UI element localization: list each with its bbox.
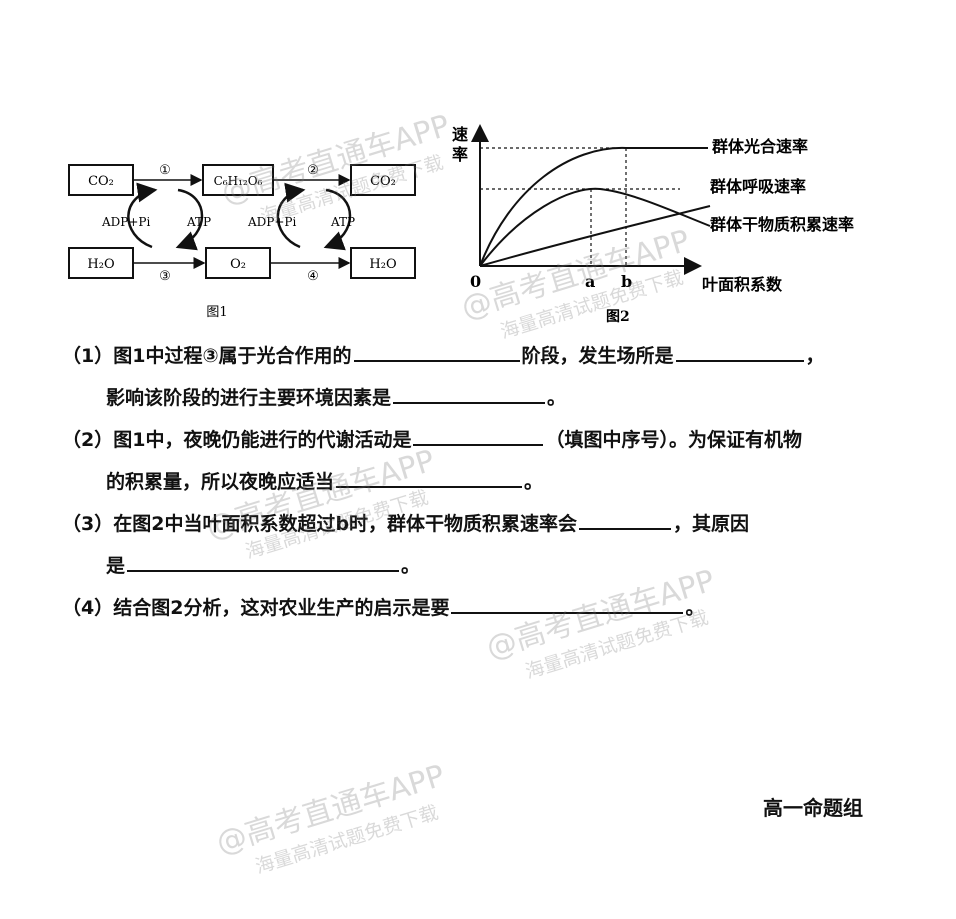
question-2-line2: 的积累量，所以夜晚应适当。 [106, 469, 544, 493]
answer-blank-q3a[interactable] [579, 511, 672, 530]
label-co2-left: CO₂ [88, 174, 114, 189]
origin-label: 0 [470, 272, 481, 291]
figure2-caption: 图2 [606, 309, 630, 325]
label-co2-right: CO₂ [370, 174, 396, 189]
cycle-right-arrow-down [323, 188, 352, 251]
cycle-left-arrow-down [175, 188, 204, 251]
box-glucose [202, 164, 274, 196]
footer-author: 高一命题组 [763, 796, 863, 820]
answer-blank-q1c[interactable] [393, 385, 546, 404]
cycle-right-arrow-up [276, 182, 306, 249]
figure2-chart: 速 率 0 a b 叶面积系数 群体光合速率 群体呼吸速率 群体干物质积累速率 … [452, 124, 854, 325]
series-label-respiration: 群体呼吸速率 [710, 177, 806, 196]
figure1-caption: 图1 [206, 305, 227, 320]
step-4-label: ④ [307, 269, 319, 284]
step-2-label: ② [307, 163, 319, 178]
answer-blank-q1a[interactable] [353, 343, 520, 362]
label-h2o-left: H₂O [87, 257, 114, 272]
answer-blank-q2b[interactable] [336, 469, 523, 488]
curve-dry-matter [479, 187, 711, 267]
label-o2: O₂ [230, 257, 246, 272]
answer-blank-q3b[interactable] [127, 553, 400, 572]
answer-blank-q4[interactable] [451, 595, 684, 614]
answer-blank-q2a[interactable] [413, 427, 544, 446]
question-3-line1: （3）在图2中当叶面积系数超过b时，群体干物质积累速率会，其原因 [62, 511, 750, 535]
watermark: @高考直通车APP 海量高清试题免费下载 [212, 758, 449, 879]
adp-label-right: ADP+Pi [247, 215, 296, 229]
curve-photosynthesis [479, 146, 708, 267]
question-1-line1: （1）图1中过程③属于光合作用的阶段，发生场所是， [62, 343, 825, 367]
question-3-line2: 是。 [106, 553, 421, 577]
curve-respiration [479, 205, 711, 267]
label-glucose: C₆H₁₂O₆ [214, 174, 263, 188]
atp-label-right: ATP [330, 215, 355, 229]
adp-label-left: ADP+Pi [101, 215, 150, 229]
question-4: （4）结合图2分析，这对农业生产的启示是要。 [62, 595, 705, 619]
step-1-label: ① [159, 163, 171, 178]
series-label-photosynthesis: 群体光合速率 [712, 137, 808, 156]
y-label-2: 率 [452, 145, 468, 164]
box-co2-right [350, 164, 416, 196]
y-label-1: 速 [452, 125, 468, 144]
cycle-left-arrow-up [127, 182, 158, 249]
x-tick-b: b [621, 272, 632, 291]
answer-blank-q1b[interactable] [675, 343, 804, 362]
figure1-diagram: CO₂ C₆H₁₂O₆ CO₂ H₂O O₂ H₂O ① ② ③ ④ ADP+P… [68, 163, 416, 320]
atp-label-left: ATP [186, 215, 211, 229]
box-h2o-right [350, 247, 416, 279]
series-label-dry-matter: 群体干物质积累速率 [710, 215, 854, 234]
box-co2-left [68, 164, 134, 196]
box-o2 [205, 247, 271, 279]
question-2-line1: （2）图1中，夜晚仍能进行的代谢活动是（填图中序号）。为保证有机物 [62, 427, 802, 451]
label-h2o-right: H₂O [369, 257, 396, 272]
x-axis-label: 叶面积系数 [702, 275, 783, 294]
watermark: @高考直通车APP 海量高清试题免费下载 [482, 563, 719, 684]
question-1-line2: 影响该阶段的进行主要环境因素是。 [106, 385, 567, 409]
step-3-label: ③ [159, 269, 171, 284]
x-tick-a: a [585, 272, 595, 291]
